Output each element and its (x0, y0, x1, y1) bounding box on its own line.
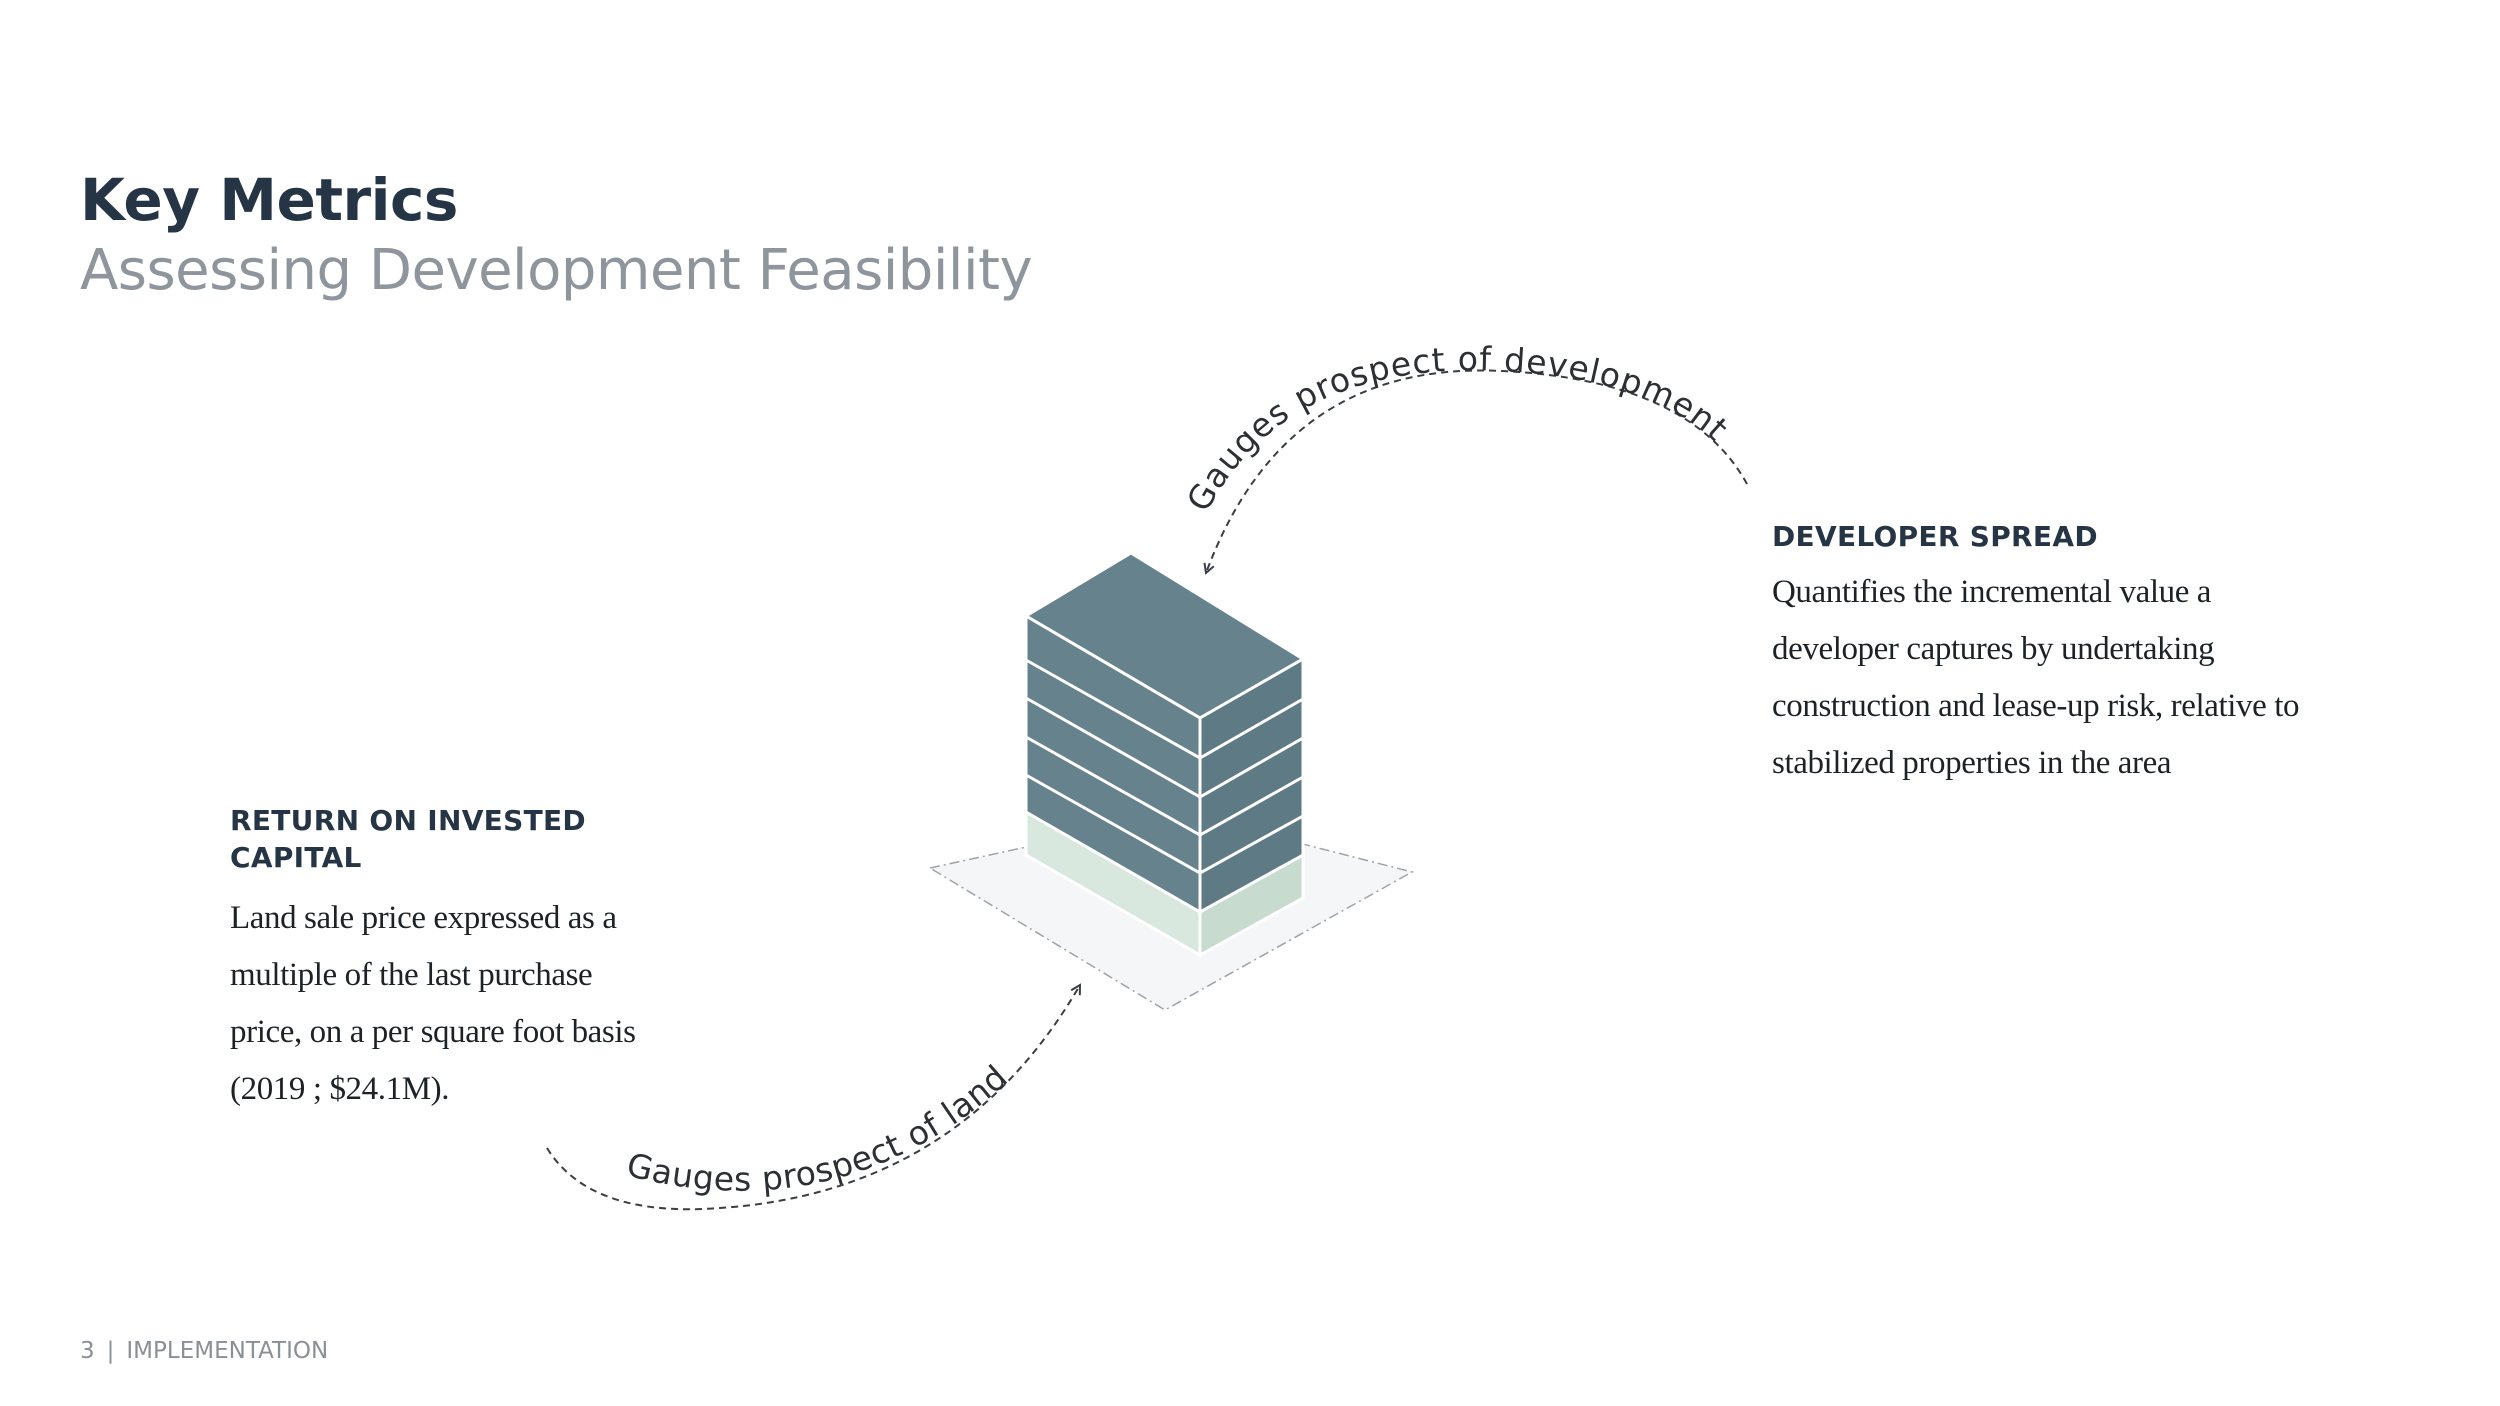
page-subtitle: Assessing Development Feasibility (80, 238, 1033, 303)
arc-top-label: Gauges prospect of development (1179, 339, 1736, 518)
footer-separator: | (106, 1338, 115, 1364)
floor-lines (1025, 658, 1304, 875)
page-footer: 3 | IMPLEMENTATION (80, 1338, 328, 1364)
arc-top-connector (1203, 369, 1748, 575)
developer-spread-description: Quantifies the incremental value a devel… (1772, 574, 2300, 781)
building-right-face (1198, 656, 1305, 915)
roic-heading: RETURN ON INVESTED CAPITAL (230, 804, 586, 874)
page-title: Key Metrics (80, 166, 458, 234)
developer-spread-heading: DEVELOPER SPREAD (1772, 520, 2098, 553)
arc-bottom-connector (546, 983, 1082, 1211)
page-number: 3 (80, 1338, 95, 1364)
arc-top-label-text: Gauges prospect of development (1179, 339, 1735, 518)
roic-description: Land sale price expressed as a multiple … (230, 900, 636, 1107)
section-label: IMPLEMENTATION (126, 1338, 329, 1364)
